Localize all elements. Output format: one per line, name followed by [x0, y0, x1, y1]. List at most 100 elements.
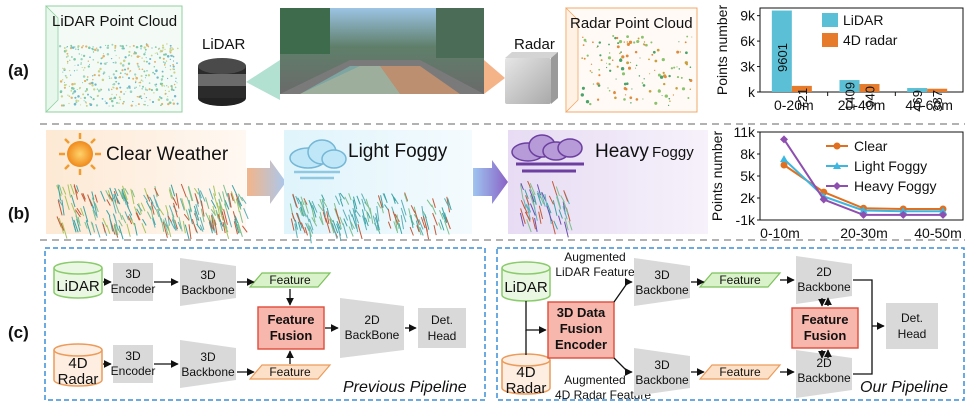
prev-radar-label-2: Radar	[58, 371, 99, 388]
ours-2d-backbone-top-label-1: 2D	[816, 265, 832, 279]
heavy-foggy-title-sub: Foggy	[652, 144, 694, 161]
ours-radar-backbone-label-2: Backbone	[635, 373, 689, 387]
bar-legend-swatch	[822, 33, 838, 47]
lidar-sensor-image	[198, 58, 246, 106]
line-legend-label: Heavy Foggy	[854, 178, 936, 194]
ours-lidar-backbone-label-1: 3D	[654, 268, 670, 282]
line-x-tick-label: 40-50m	[914, 225, 961, 241]
lidar-beam	[246, 60, 280, 100]
prev-radar-label-1: 4D	[68, 355, 87, 372]
ours-radar-2d-backbone	[796, 350, 852, 398]
prev-det-head-label-2: Head	[428, 329, 457, 343]
prev-radar-3d-backbone	[180, 340, 236, 388]
prev-lidar-label: LiDAR	[56, 278, 100, 295]
line-y-tick-label: -1k	[736, 212, 756, 228]
ours-arrows	[525, 276, 885, 376]
light-foggy-panel: Light Foggy	[284, 130, 472, 244]
bar-y-tick-label: 3k	[740, 59, 756, 75]
arrow-light-to-heavy	[473, 160, 508, 204]
bar-lidar-1	[839, 80, 860, 92]
bar-legend-label: LiDAR	[843, 12, 883, 28]
previous-pipeline: LiDAR 4D Radar 3D Encoder 3D Encoder 3D …	[44, 247, 486, 401]
ours-fusion-label-2: Fusion	[804, 328, 847, 343]
bar-data-label: 9601	[775, 43, 790, 72]
radar-point-cloud-panel: Radar Point Cloud	[565, 7, 698, 113]
ours-radar-backbone-label-1: 3D	[654, 358, 670, 372]
line-y-axis-label: Points number	[709, 131, 725, 222]
prev-lidar-encoder	[113, 263, 153, 301]
line-marker-triangle	[859, 206, 868, 214]
bar-lidar-0	[771, 10, 792, 92]
prev-lidar-feature-label: Feature	[269, 273, 311, 287]
heavy-fog-cloud-icon	[511, 134, 584, 173]
clear-weather-title: Clear Weather	[106, 144, 229, 165]
line-y-tick-label: 2k	[740, 190, 756, 206]
ours-det-head-label-1: Det.	[901, 311, 923, 325]
line-y-tick-label: 8k	[740, 146, 756, 162]
bar-data-label: 1409	[843, 82, 858, 111]
radar-points	[580, 34, 693, 107]
our-pipeline: LiDAR 4D Radar 3D Data Fusion Encoder Au…	[496, 247, 965, 402]
ours-radar-input: 4D Radar	[501, 353, 551, 397]
ours-radar-3d-backbone	[634, 348, 690, 396]
lidar-point-cloud-title: LiDAR Point Cloud	[52, 13, 177, 30]
prev-lidar-3d-backbone	[180, 258, 236, 306]
ours-lidar-3d-backbone	[634, 258, 690, 306]
line-y-tick-label: 5k	[740, 168, 756, 184]
line-x-tick-label: 20-30m	[840, 225, 887, 241]
ours-lidar-backbone-label-2: Backbone	[635, 283, 689, 297]
prev-lidar-backbone-label-1: 3D	[200, 268, 216, 282]
ours-feature-fusion	[791, 307, 859, 349]
bar-lidar-2	[907, 88, 928, 92]
line-marker-triangle	[899, 207, 908, 215]
ours-2d-backbone-top-label-2: Backbone	[797, 280, 851, 294]
line-legend-marker	[833, 142, 841, 150]
line-marker-diamond	[780, 135, 788, 144]
prev-radar-backbone-label-2: Backbone	[181, 365, 235, 379]
bar-x-tick-label: 40-60m	[905, 97, 952, 113]
prev-radar-encoder-label-1: 3D	[125, 349, 141, 363]
prev-radar-encoder	[113, 345, 153, 383]
ours-lidar-label: LiDAR	[504, 279, 548, 296]
bar-data-label: 387	[930, 90, 945, 112]
previous-pipeline-caption: Previous Pipeline	[343, 379, 467, 396]
row-label-a: (a)	[8, 61, 29, 80]
prev-det-head	[418, 308, 466, 348]
bar-y-tick-label: 9k	[740, 8, 756, 24]
ours-fusion-label-1: Feature	[802, 312, 849, 327]
line-marker-circle	[780, 161, 788, 169]
ours-det-head	[886, 303, 938, 349]
radar-sensor-label: Radar	[514, 36, 555, 53]
ours-2d-backbone-bottom-label-2: Backbone	[797, 371, 851, 385]
bar-data-label: 469	[910, 90, 925, 112]
ours-3d-data-fusion-encoder	[547, 301, 615, 359]
bar-data-label: 940	[863, 86, 878, 108]
previous-pipeline-frame	[44, 247, 486, 401]
line-marker-triangle	[939, 207, 947, 215]
prev-lidar-encoder-label-2: Encoder	[111, 282, 156, 296]
line-marker-diamond	[899, 210, 908, 219]
ours-radar-label-1: 4D	[516, 364, 535, 381]
aug-radar-label-2: 4D Radar Feature	[555, 388, 651, 402]
line-legend-label: Clear	[854, 138, 888, 154]
line-marker-triangle	[780, 155, 788, 163]
camera-scene-image	[280, 8, 484, 94]
bar-y-tick-label: k	[748, 84, 756, 100]
ours-radar-label-2: Radar	[506, 380, 547, 397]
bar-y-axis-label: Points number	[714, 5, 730, 96]
bar-legend-swatch	[822, 13, 838, 27]
prev-radar-backbone-label-1: 3D	[200, 350, 216, 364]
heavy-foggy-points	[519, 180, 573, 238]
bar-y-tick-label: 6k	[740, 33, 756, 49]
light-foggy-points	[289, 192, 452, 244]
bar-data-label: 721	[795, 88, 810, 110]
line-marker-diamond	[859, 210, 868, 219]
line-marker-diamond	[939, 210, 947, 219]
bar-4d-radar-2	[927, 88, 948, 92]
bar-4d-radar-1	[859, 84, 880, 92]
bar-x-tick-label: 0-20m	[774, 97, 814, 113]
ours-radar-feature-label: Feature	[719, 365, 761, 379]
